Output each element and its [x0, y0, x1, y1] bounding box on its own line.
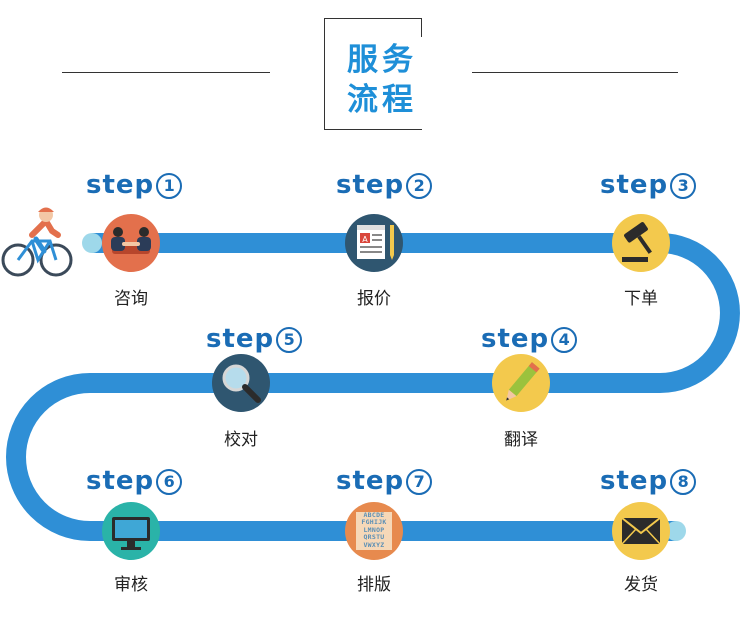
title-left-rule [62, 72, 270, 73]
step-7-node [345, 502, 403, 560]
step-5-caption: 校对 [224, 430, 258, 450]
svg-text:A: A [362, 235, 368, 244]
step-2-caption: 报价 [357, 289, 391, 309]
step-6-text: step [86, 466, 155, 496]
flow-start-cap [82, 233, 102, 253]
title-right-rule [472, 72, 678, 73]
flow-end-cap [666, 521, 686, 541]
title-line-2: 流程 [347, 82, 417, 118]
letter-blocks-icon: ABCDE FGHIJK LMNOP QRSTU VWXYZ [357, 511, 391, 549]
step-3-node [612, 214, 670, 272]
title-line-1: 服务 [347, 42, 417, 78]
step-4-node [492, 354, 550, 412]
letter-row-3: LMNOP [363, 525, 385, 534]
step-2-text: step [336, 170, 405, 200]
letter-row-1: ABCDE [363, 511, 385, 519]
step-8-caption: 发货 [624, 575, 658, 595]
step-6-number: 6 [156, 469, 183, 495]
step-7-caption: 排版 [357, 575, 391, 595]
step-5-node [212, 354, 270, 412]
step-1-caption: 咨询 [114, 289, 148, 309]
step-8-text: step [600, 466, 669, 496]
letter-row-5: VWXYZ [363, 540, 385, 549]
letter-row-4: QRSTU [363, 533, 385, 542]
step-3-number: 3 [670, 173, 697, 199]
step-1-text: step [86, 170, 155, 200]
step-4-text: step [481, 324, 550, 354]
step-1-node [102, 214, 160, 272]
step-7-text: step [336, 466, 405, 496]
step-8-number: 8 [670, 469, 697, 495]
step-1-number: 1 [156, 173, 183, 199]
title-frame [324, 18, 422, 130]
step-2-node: A [345, 214, 403, 272]
step-3-text: step [600, 170, 669, 200]
step-4-caption: 翻译 [504, 430, 538, 450]
step-6-caption: 审核 [114, 575, 148, 595]
step-7-number: 7 [406, 469, 433, 495]
step-4-number: 4 [551, 327, 578, 353]
flow-path-line [6, 233, 740, 541]
step-5-number: 5 [276, 327, 303, 353]
step-2-number: 2 [406, 173, 433, 199]
step-8-node [612, 502, 670, 560]
letter-row-2: FGHIJK [361, 518, 387, 527]
step-6-node [102, 502, 160, 560]
cyclist-icon [1, 207, 73, 277]
step-5-text: step [206, 324, 275, 354]
step-3-caption: 下单 [624, 289, 658, 309]
